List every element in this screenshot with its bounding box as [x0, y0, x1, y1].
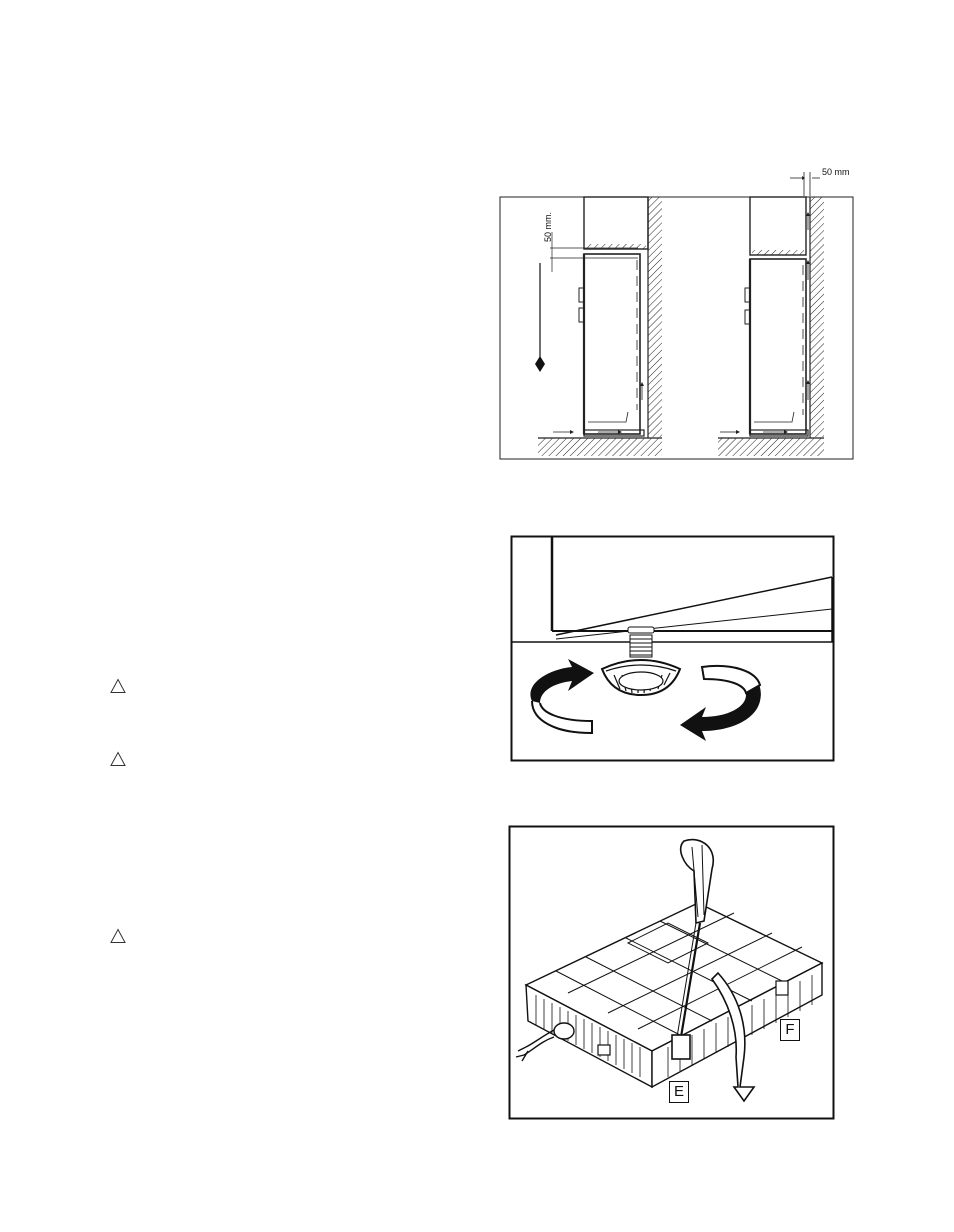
warning-triangle-icon: [110, 751, 126, 767]
installation-clearance-drawing: [498, 160, 858, 462]
cover-removal-figure: [508, 825, 836, 1121]
cover-removal-drawing: [508, 825, 836, 1121]
installation-clearance-figure: [498, 160, 858, 462]
label-e: E: [669, 1081, 689, 1103]
warning-triangle-icon: [110, 928, 126, 944]
levelling-foot-drawing: [510, 535, 836, 763]
clearance-top-label: 50 mm: [822, 167, 850, 177]
levelling-foot-figure: [510, 535, 836, 763]
warning-triangle-icon: [110, 678, 126, 694]
label-f: F: [780, 1019, 800, 1041]
clearance-side-label: 50 mm.: [543, 212, 553, 242]
